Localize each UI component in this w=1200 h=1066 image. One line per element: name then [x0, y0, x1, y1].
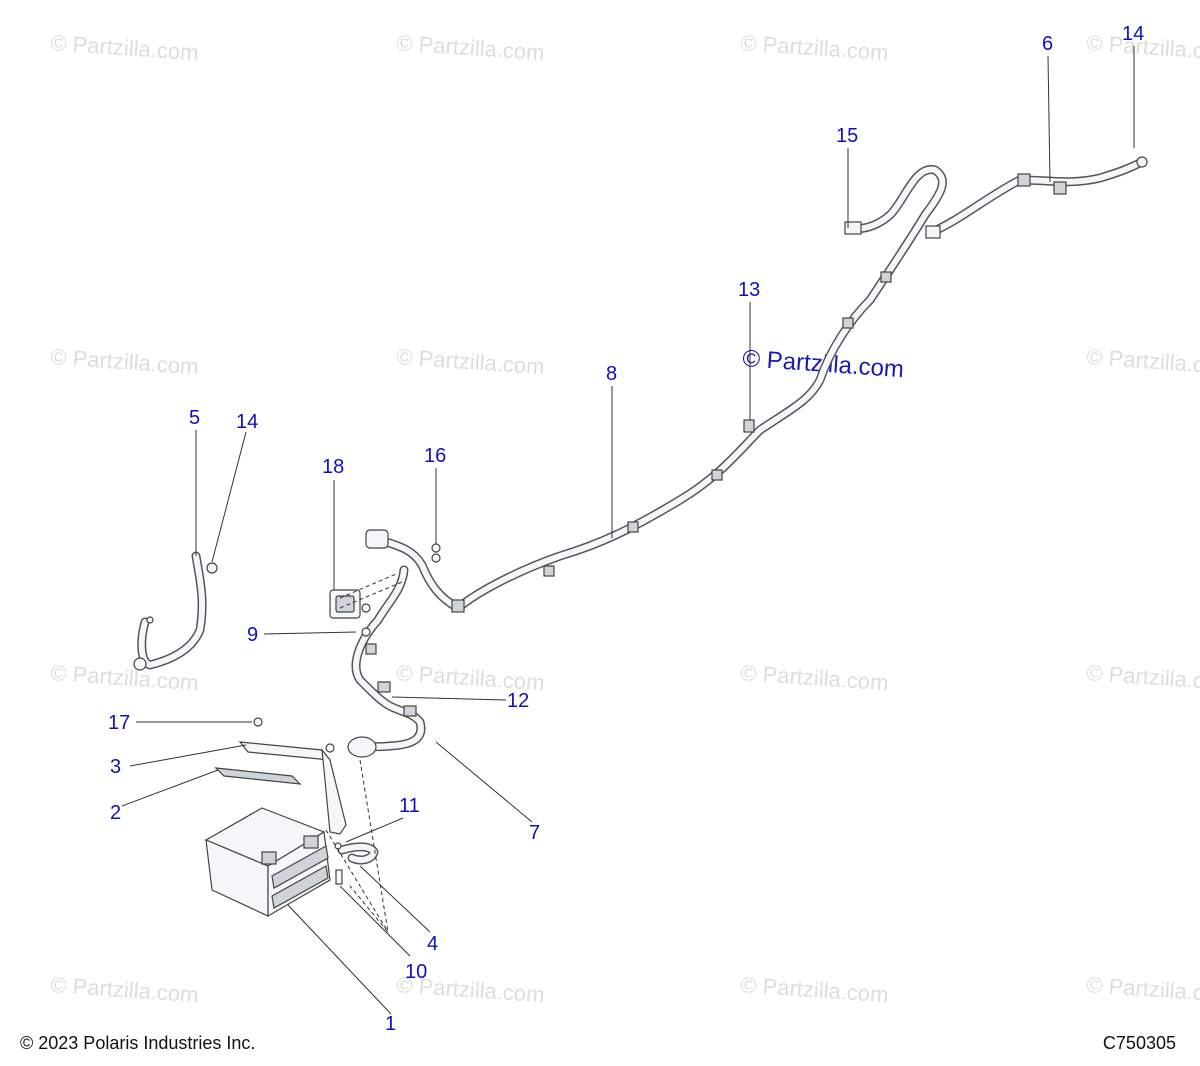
callout-2: 2 [110, 802, 121, 824]
harness-clip [377, 681, 391, 693]
harness-clip [403, 705, 417, 717]
callout-8: 8 [606, 363, 617, 385]
connector-end [844, 221, 862, 235]
battery-cable-4 [334, 842, 379, 885]
watermark: © Partzilla.com [740, 972, 890, 1007]
watermark: © Partzilla.com [740, 30, 890, 65]
watermark: © Partzilla.com [1086, 972, 1200, 1007]
harness-clip [451, 599, 465, 613]
harness-clip [711, 469, 723, 481]
connector-end [925, 225, 941, 239]
watermark: © Partzilla.com [396, 344, 546, 379]
copyright-notice: © 2023 Polaris Industries Inc. [20, 1033, 256, 1053]
callout-16: 16 [424, 445, 446, 467]
watermark: © Partzilla.com [1086, 344, 1200, 379]
watermark: © Partzilla.com [50, 972, 200, 1007]
callout-11: 11 [399, 795, 420, 817]
watermark: © Partzilla.com [1086, 660, 1200, 695]
harness-clip [1017, 173, 1031, 187]
harness-clip [1053, 181, 1067, 195]
callout-9: 9 [247, 624, 258, 646]
callout-12: 12 [507, 690, 529, 712]
callout-7: 7 [529, 822, 540, 844]
figure-id: C750305 [1102, 1033, 1176, 1053]
callout-4: 4 [427, 933, 438, 955]
leader-lines [121, 46, 1135, 1015]
harness-clip [627, 521, 639, 533]
harness-clip [842, 317, 854, 329]
callout-17: 17 [108, 712, 130, 734]
callout-3: 3 [110, 756, 121, 778]
callout-18: 18 [322, 456, 344, 478]
callout-1: 1 [385, 1013, 396, 1035]
callout-5: 5 [189, 407, 200, 429]
harness-clip [365, 643, 377, 655]
callout-10: 10 [405, 961, 427, 983]
relay-18 [329, 543, 441, 637]
callout-14-top: 14 [1122, 23, 1144, 45]
assembly-lines [325, 573, 403, 934]
callout-15: 15 [836, 125, 858, 147]
watermark: © Partzilla.com [740, 660, 890, 695]
lower-cable [347, 565, 426, 758]
callout-13: 13 [738, 279, 760, 301]
watermark: © Partzilla.com [396, 30, 546, 65]
callout-6: 6 [1042, 33, 1053, 55]
main-harness [365, 156, 1148, 613]
callout-14-left: 14 [236, 411, 258, 433]
watermark: © Partzilla.com [50, 660, 200, 695]
battery-bracket [214, 717, 347, 835]
ground-cable-5 [133, 551, 218, 671]
watermark: © Partzilla.com [50, 30, 200, 65]
ring-terminal [1136, 156, 1148, 168]
watermark: © Partzilla.com [50, 344, 200, 379]
harness-clip [743, 419, 755, 433]
callouts: 1 2 3 4 5 6 7 8 9 10 11 12 13 14 14 15 1… [108, 23, 1144, 1035]
terminal-boot [347, 736, 377, 758]
battery [204, 807, 331, 918]
harness-clip [880, 271, 892, 283]
harness-clip [543, 565, 555, 577]
connector-end [365, 529, 389, 549]
